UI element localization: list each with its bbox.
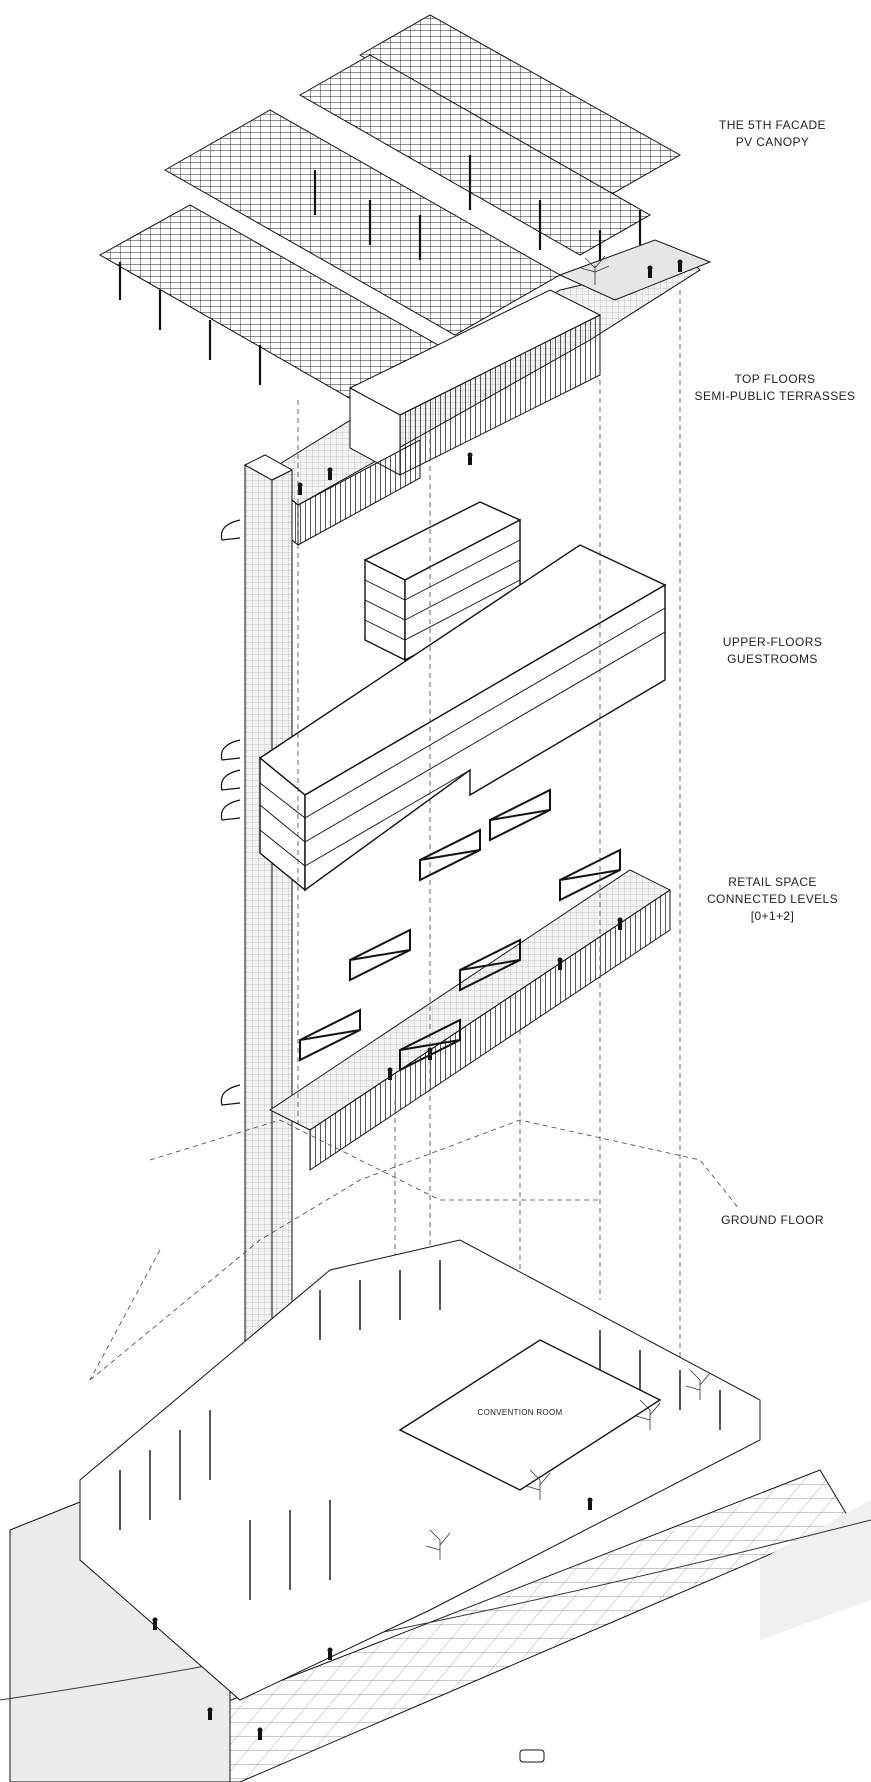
label-top-floors-line2: SEMI-PUBLIC TERRASSES [694,389,856,403]
people-top [297,259,683,495]
label-top-floors: TOP FLOORS SEMI-PUBLIC TERRASSES [690,371,860,405]
label-pv-canopy-line1: THE 5TH FACADE [719,118,826,132]
guest-floor-lines [259,539,666,867]
canopy-middle-wing [298,54,652,256]
retail-facade-railing [309,889,671,1171]
terrace-railing-front [297,439,421,546]
terrace-tree [580,255,610,285]
terrace-right-deck [558,239,712,301]
convention-room-label: CONVENTION ROOM [478,1408,563,1417]
road-left [9,1499,231,1782]
label-ground-floor: GROUND FLOOR [690,1212,855,1229]
people-retail [387,917,623,1080]
car [519,1749,545,1763]
canopy-columns [118,155,642,385]
road-edge [0,1519,871,1701]
street-trees [425,1369,711,1560]
ground-floor [0,1239,871,1782]
core-stairs [220,519,241,1106]
core-top [243,454,294,481]
convention-room-floor [398,1339,662,1491]
label-pv-canopy: THE 5TH FACADE PV CANOPY [690,117,855,151]
label-retail: RETAIL SPACE CONNECTED LEVELS [0+1+2] [690,874,855,925]
label-retail-line3: [0+1+2] [750,909,795,923]
retail-deck [269,869,671,1131]
people-ground [152,1497,593,1740]
label-retail-line2: CONNECTED LEVELS [706,892,839,906]
label-ground-floor-line1: GROUND FLOOR [721,1213,824,1227]
label-pv-canopy-line2: PV CANOPY [735,135,810,149]
label-retail-line1: RETAIL SPACE [728,875,817,889]
ground-walls [119,1260,721,1600]
upper-floors [258,501,667,892]
label-upper-floors-line2: GUESTROOMS [727,652,818,666]
label-top-floors-line1: TOP FLOORS [734,372,816,386]
road-right-curve [760,1500,871,1640]
label-upper-floors: UPPER-FLOORS GUESTROOMS [690,634,855,668]
label-upper-floors-line1: UPPER-FLOORS [722,635,823,649]
